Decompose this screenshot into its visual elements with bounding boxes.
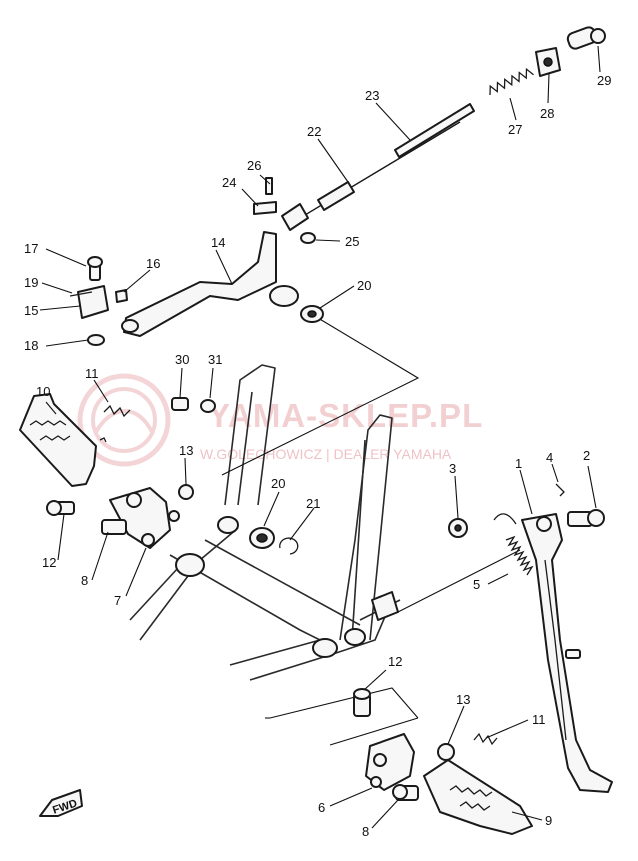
footrest-right (353, 688, 533, 835)
callout-2: 2 (583, 448, 590, 463)
watermark: YAMA-SKLEP.PL W.GOLECHOWICZ | DEALER YAM… (77, 373, 483, 467)
callout-numbers: 29 28 27 23 22 26 24 25 17 16 14 19 15 1… (24, 73, 611, 839)
callout-16: 16 (146, 256, 160, 271)
callout-26: 26 (247, 158, 261, 173)
watermark-title: YAMA-SKLEP.PL (208, 397, 483, 434)
callout-4: 4 (546, 450, 553, 465)
callout-13-left: 13 (179, 443, 193, 458)
callout-8-left: 8 (81, 573, 88, 588)
callout-13-right: 13 (456, 692, 470, 707)
frame-outline (129, 364, 401, 681)
callout-leaders (39, 45, 601, 829)
callout-30: 30 (175, 352, 189, 367)
callout-31: 31 (208, 352, 222, 367)
callout-29: 29 (597, 73, 611, 88)
side-stand (448, 483, 613, 793)
callout-23: 23 (365, 88, 379, 103)
callout-11-left: 11 (85, 366, 99, 381)
callout-15: 15 (24, 303, 38, 318)
callout-9: 9 (545, 813, 552, 828)
cable-assembly (253, 26, 606, 244)
callout-12-right: 12 (388, 654, 402, 669)
fwd-marker: FWD (39, 789, 83, 817)
callout-7: 7 (114, 593, 121, 608)
callout-20-upper: 20 (357, 278, 371, 293)
watermark-logo (77, 373, 171, 467)
callout-3: 3 (449, 461, 456, 476)
callout-5: 5 (473, 577, 480, 592)
reference-lines (221, 317, 521, 746)
callout-14: 14 (211, 235, 225, 250)
callout-11-right: 11 (532, 712, 546, 727)
watermark-subtitle: W.GOLECHOWICZ | DEALER YAMAHA (200, 446, 452, 462)
pivot-washers (249, 527, 299, 555)
callout-27: 27 (508, 122, 522, 137)
callout-8-right: 8 (362, 824, 369, 839)
footrest-left (19, 393, 216, 549)
callout-21: 21 (306, 496, 320, 511)
brake-pedal (121, 231, 324, 337)
callout-12-left: 12 (42, 555, 56, 570)
pedal-end-parts (69, 256, 128, 346)
callout-20-lower: 20 (271, 476, 285, 491)
callout-18: 18 (24, 338, 38, 353)
callout-6: 6 (318, 800, 325, 815)
callout-19: 19 (24, 275, 38, 290)
callout-1: 1 (515, 456, 522, 471)
callout-28: 28 (540, 106, 554, 121)
callout-10: 10 (36, 384, 50, 399)
callout-25: 25 (345, 234, 359, 249)
callout-24: 24 (222, 175, 236, 190)
callout-17: 17 (24, 241, 38, 256)
callout-22: 22 (307, 124, 321, 139)
